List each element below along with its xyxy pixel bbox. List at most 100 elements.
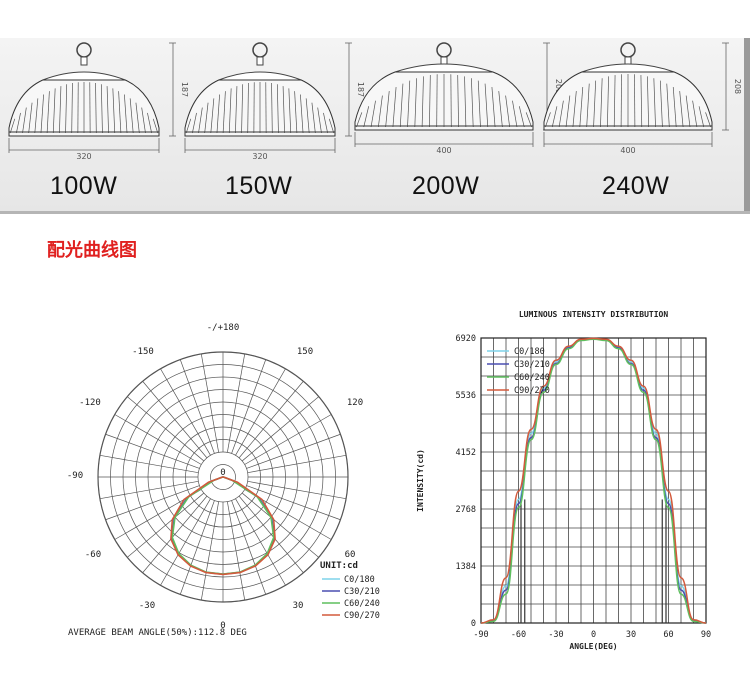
lamp-fin — [71, 83, 73, 134]
line-x-tick-label: 30 — [626, 630, 636, 640]
lamp-fin — [356, 112, 363, 128]
hanging-ring — [76, 42, 92, 58]
polar-spoke — [226, 501, 246, 601]
line-series-curve — [480, 337, 707, 624]
lamp-fin — [282, 86, 285, 134]
polar-spoke — [231, 359, 267, 454]
polar-spoke — [105, 433, 200, 469]
polar-angle-label: -/+180 — [207, 323, 240, 333]
polar-angle-label: 60 — [345, 550, 356, 560]
polar-spoke — [226, 353, 246, 453]
line-legend-label: C30/210 — [514, 360, 550, 370]
polar-chart: -/+180-150-120-90-60-30150120603000UNIT:… — [67, 323, 380, 638]
polar-spoke — [247, 480, 347, 500]
polar-spoke — [200, 353, 220, 453]
lamp-fin — [216, 94, 220, 134]
polar-spoke — [235, 498, 286, 586]
polar-spoke — [142, 381, 208, 459]
lamp-fin — [477, 80, 481, 128]
lamp-fin — [377, 95, 383, 128]
lamp-fin — [235, 86, 238, 134]
lamp-fin — [640, 75, 643, 128]
lamp-fin — [135, 102, 140, 134]
polar-spoke — [246, 485, 341, 521]
lamp-fin — [129, 98, 134, 134]
polar-spoke — [238, 495, 304, 573]
polar-spoke — [114, 414, 202, 465]
lamp-fin — [551, 106, 558, 128]
polar-spoke — [241, 396, 319, 462]
line-chart-title: LUMINOUS INTENSITY DISTRIBUTION — [519, 310, 668, 319]
lamp-fin — [666, 83, 670, 128]
lamp-fin — [491, 87, 496, 128]
polar-spoke — [241, 492, 319, 558]
polar-spoke — [99, 454, 199, 474]
lamp-fin — [317, 107, 322, 134]
lamp-fins — [185, 82, 335, 134]
lamp-fin — [518, 106, 525, 128]
lamp-fin — [600, 78, 603, 128]
hanging-ring — [252, 42, 268, 58]
lamp-fin — [34, 98, 39, 134]
lamp-fin — [118, 91, 122, 134]
lamp-fin — [659, 80, 663, 128]
lamp-fin — [392, 87, 397, 128]
height-dim-label: 208 — [733, 79, 742, 94]
ring-neck — [80, 56, 88, 66]
polar-spoke — [238, 381, 304, 459]
width-dim-label: 320 — [252, 152, 267, 161]
polar-ring — [210, 464, 236, 490]
polar-spoke — [127, 492, 205, 558]
polar-spoke — [179, 359, 215, 454]
lamp-fin — [471, 78, 474, 128]
polar-grid — [97, 351, 349, 603]
lamp-fin — [147, 112, 152, 134]
lamp-fin — [192, 112, 197, 134]
lamp-fin — [613, 75, 616, 128]
lamp-fin — [305, 98, 310, 134]
lamp-fin — [579, 87, 584, 128]
lamp-fin — [59, 86, 62, 134]
lamp-fin — [679, 91, 684, 128]
polar-legend-label: C60/240 — [344, 599, 380, 609]
polar-spoke — [99, 480, 199, 500]
lamp-power-label: 240W — [602, 172, 670, 200]
lamp-fin — [399, 83, 404, 128]
lamp-fin — [204, 102, 209, 134]
lamp-fin — [565, 95, 571, 128]
lamp-fin — [586, 83, 590, 128]
line-y-tick-label: 5536 — [456, 391, 476, 401]
polar-legend-label: C90/270 — [344, 611, 380, 621]
polar-legend-label: C30/210 — [344, 587, 380, 597]
lamp-fin — [247, 83, 249, 134]
lamp-fins — [356, 74, 532, 128]
lamp-fin — [198, 107, 203, 134]
lamp-fin — [606, 76, 609, 128]
polar-series-curve — [170, 476, 276, 576]
line-y-tick-label: 1384 — [456, 562, 476, 572]
banner-divider — [0, 211, 750, 214]
lamp-fin — [22, 107, 27, 134]
lamp-fin — [653, 78, 656, 128]
height-dim-label: 187 — [356, 82, 365, 97]
line-legend-label: C90/270 — [514, 386, 550, 396]
line-chart: LUMINOUS INTENSITY DISTRIBUTION013842768… — [416, 310, 711, 651]
ring-neck — [256, 56, 264, 66]
width-dim-label: 320 — [76, 152, 91, 161]
lamp-fin — [323, 112, 328, 134]
lamp-fin — [276, 84, 279, 134]
lamp-fin — [46, 91, 50, 134]
polar-bottom-label: 0 — [220, 621, 225, 631]
lamp-fin — [457, 75, 459, 128]
polar-angle-label: -150 — [132, 347, 154, 357]
lamp-fins — [545, 74, 711, 128]
polar-spoke — [105, 485, 200, 521]
lamp-fin — [65, 84, 68, 134]
line-x-axis-label: ANGLE(DEG) — [569, 642, 617, 651]
width-dim-label: 400 — [620, 146, 635, 155]
line-x-tick-label: -30 — [548, 630, 563, 640]
lamp-fin — [100, 84, 103, 134]
polar-spoke — [179, 500, 215, 595]
polar-angle-label: -30 — [139, 601, 155, 611]
